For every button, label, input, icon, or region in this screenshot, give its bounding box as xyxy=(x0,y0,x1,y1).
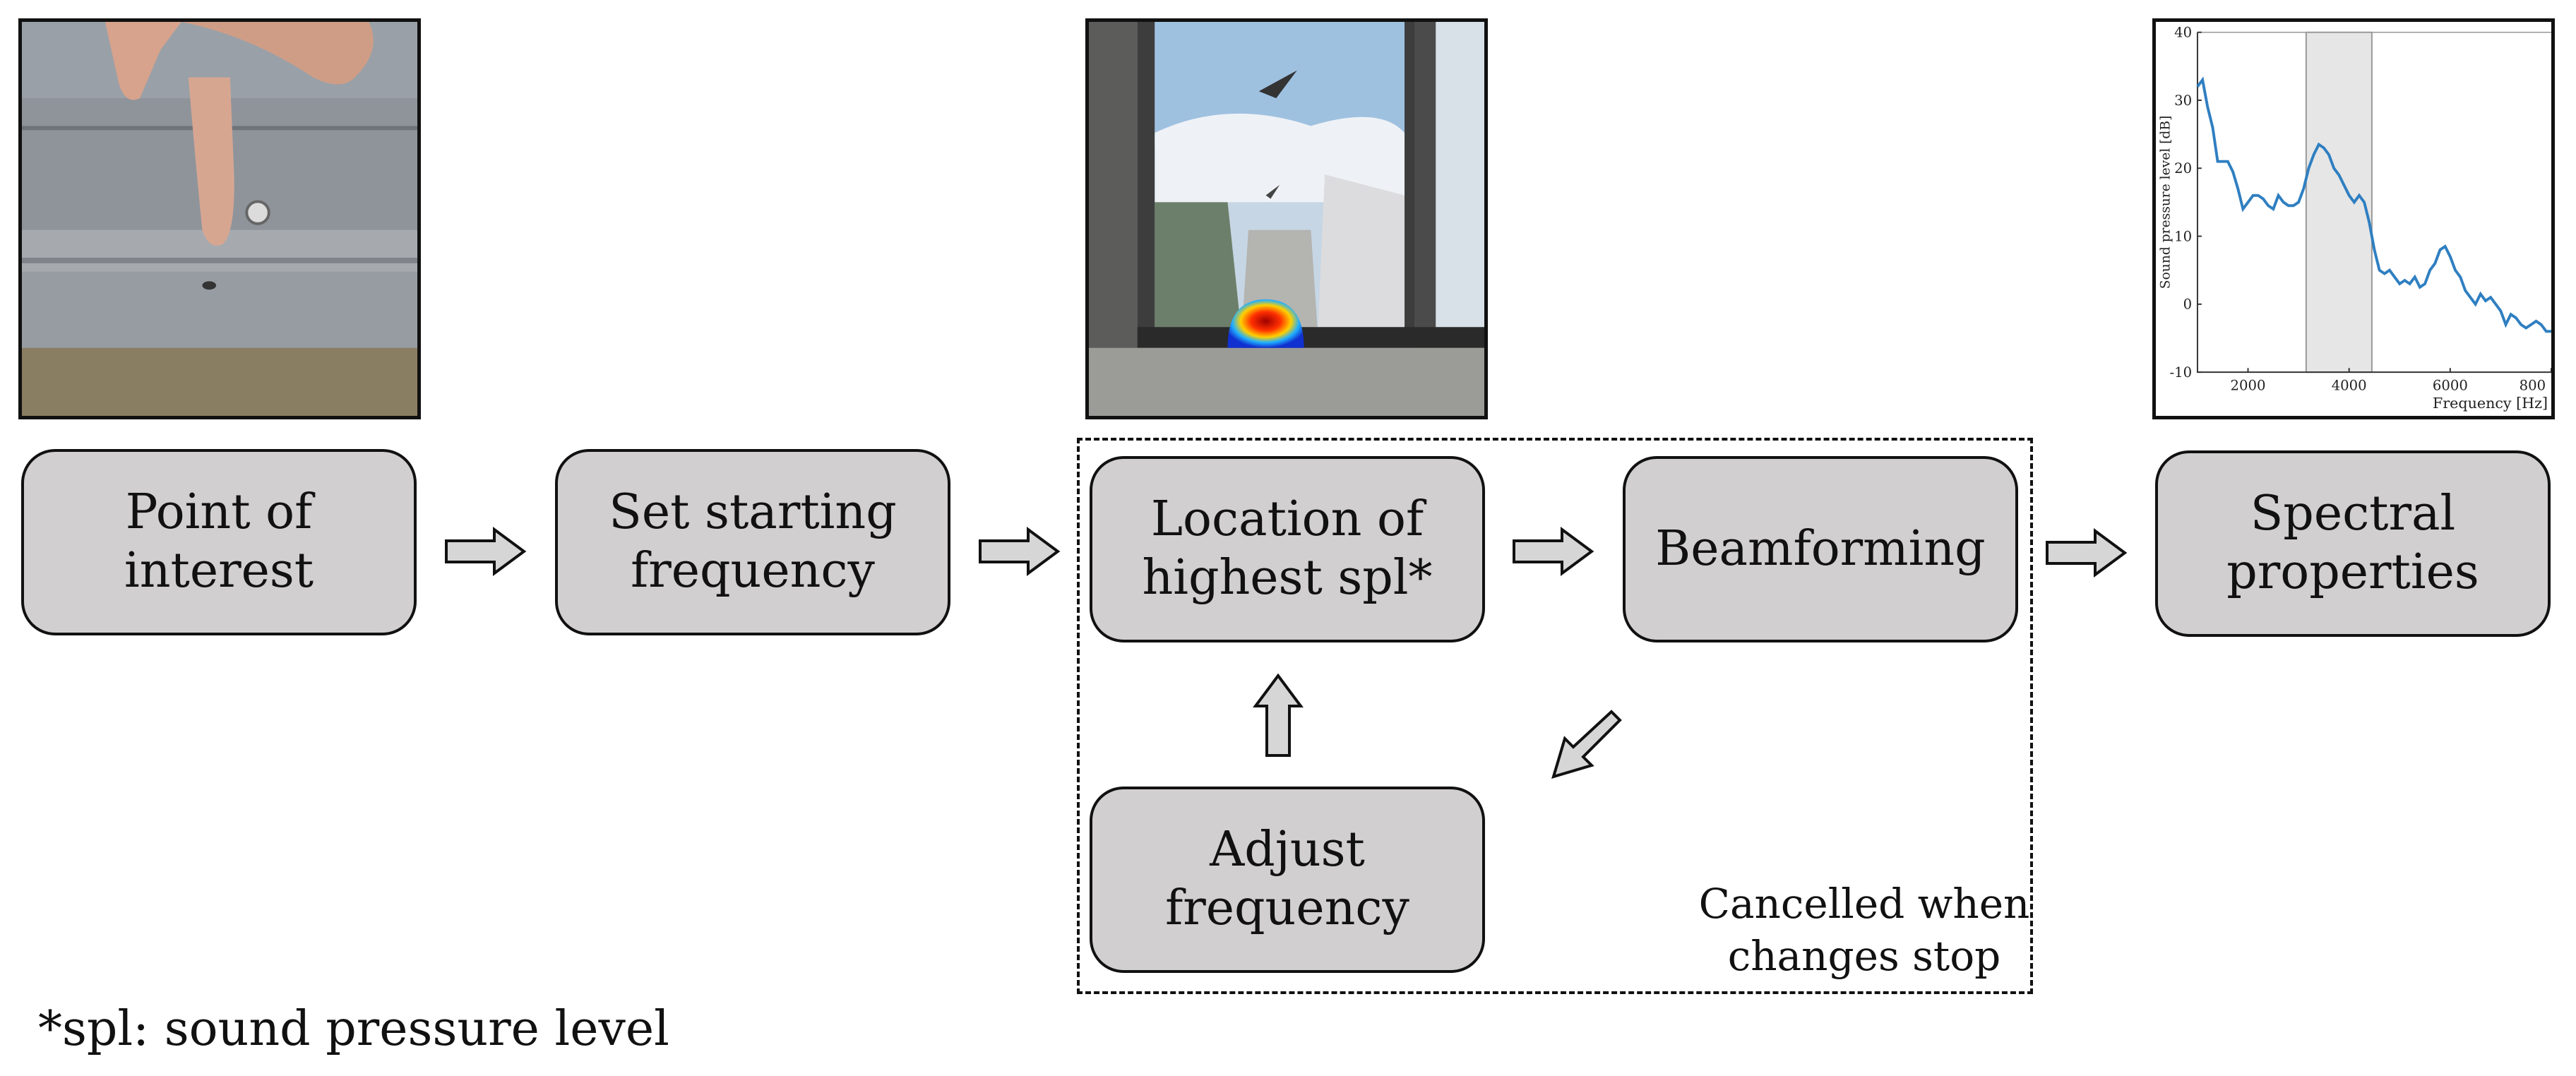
x-tick-label: 2000 xyxy=(2231,378,2266,394)
x-axis-label: Frequency [Hz] xyxy=(2433,395,2548,412)
axis-lines xyxy=(2196,32,2551,373)
box-adjust-frequency: Adjust frequency xyxy=(1090,787,1485,973)
y-tick-label: 0 xyxy=(2183,297,2193,313)
y-tick-label: 40 xyxy=(2174,25,2192,41)
y-tick-label: 10 xyxy=(2174,228,2192,244)
box-point-of-interest: Point of interest xyxy=(21,449,417,635)
arrow-start-to-location xyxy=(979,527,1061,576)
x-tick-label: 4000 xyxy=(2332,378,2367,394)
loop-cancel-note: Cancelled when changes stop xyxy=(1698,880,2030,980)
window-beamforming-photo xyxy=(1085,18,1488,419)
x-tick-label: 6000 xyxy=(2433,378,2468,394)
box-set-starting-frequency: Set starting frequency xyxy=(555,449,950,635)
y-tick-label: 20 xyxy=(2174,160,2192,177)
footnote-spl: *spl: sound pressure level xyxy=(38,1001,669,1057)
box-spectral-properties: Spectral properties xyxy=(2155,450,2551,637)
box-beamforming: Beamforming xyxy=(1623,456,2018,642)
arrow-beamforming-to-adjust xyxy=(1546,706,1624,784)
box-location-highest-spl: Location of highest spl* xyxy=(1090,456,1485,642)
y-tick-label: -10 xyxy=(2169,364,2192,381)
y-axis-label: Sound pressure level [dB] xyxy=(2159,116,2174,289)
iteration-loop-frame xyxy=(1077,438,2033,994)
arrow-poi-to-start xyxy=(445,527,527,576)
arrow-beamforming-to-spectral xyxy=(2046,528,2128,578)
arrow-location-to-beamforming xyxy=(1513,527,1594,576)
x-tick-label: 800 xyxy=(2520,378,2546,394)
series-line-0 xyxy=(2196,76,2551,333)
arrow-adjust-to-location xyxy=(1253,673,1304,757)
facade-finger-photo xyxy=(18,18,421,419)
y-tick-label: 30 xyxy=(2174,92,2192,109)
highlight-band xyxy=(2305,31,2373,373)
